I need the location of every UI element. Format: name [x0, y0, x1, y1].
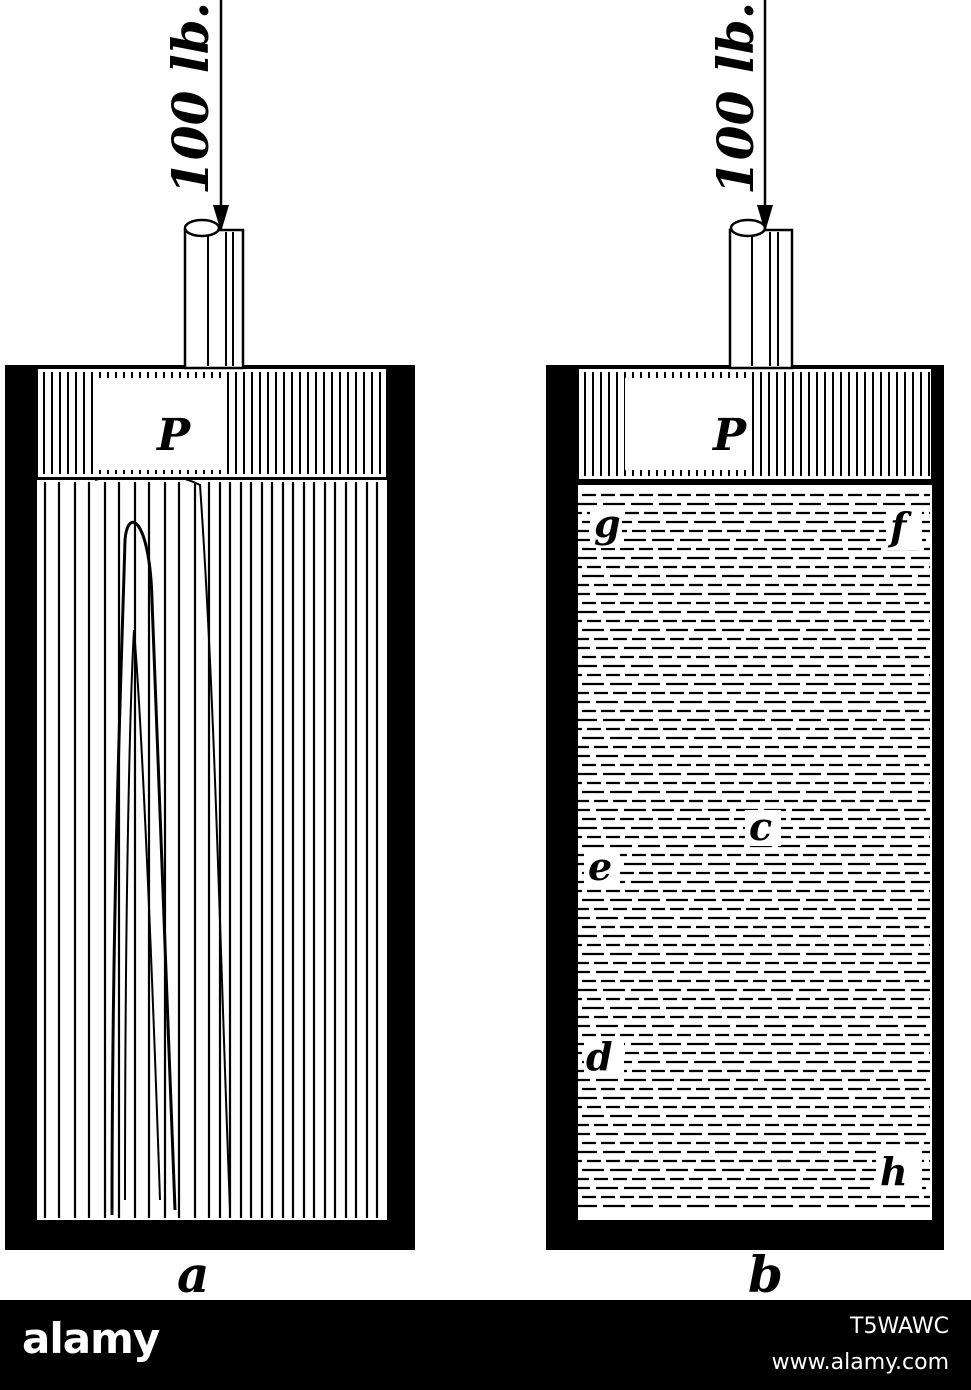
load-label-a: 100 lb.: [161, 2, 220, 195]
wood-block: [37, 480, 387, 1220]
load-label-b: 100 lb.: [706, 2, 765, 195]
point-d: d: [586, 1034, 613, 1079]
container-a: 100 lb. P a: [5, 0, 415, 1300]
container-b: 100 lb. P g f c e d h b: [546, 0, 944, 1300]
liquid-body: [578, 485, 932, 1220]
site-url: www.alamy.com: [771, 1350, 949, 1375]
piston-rod-a: [183, 228, 245, 370]
liquid-hatching: [568, 493, 930, 1208]
caption-a: a: [177, 1245, 209, 1300]
piston-label-a: P: [155, 410, 192, 461]
wood-grain: [43, 482, 379, 1218]
point-g: g: [594, 501, 621, 546]
brand-logo: alamy: [22, 1314, 160, 1363]
point-h: h: [880, 1149, 908, 1194]
caption-b: b: [748, 1245, 783, 1300]
image-id: T5WAWC: [850, 1314, 949, 1339]
point-c: c: [749, 804, 772, 849]
piston-rod-b: [728, 228, 794, 370]
piston-label-b: P: [711, 410, 748, 461]
point-e: e: [588, 844, 612, 889]
watermark-footer: alamy T5WAWC www.alamy.com: [0, 1300, 971, 1390]
piston-diagram: 100 lb. P a 100 lb. P g f c e d h: [5, 0, 944, 1300]
